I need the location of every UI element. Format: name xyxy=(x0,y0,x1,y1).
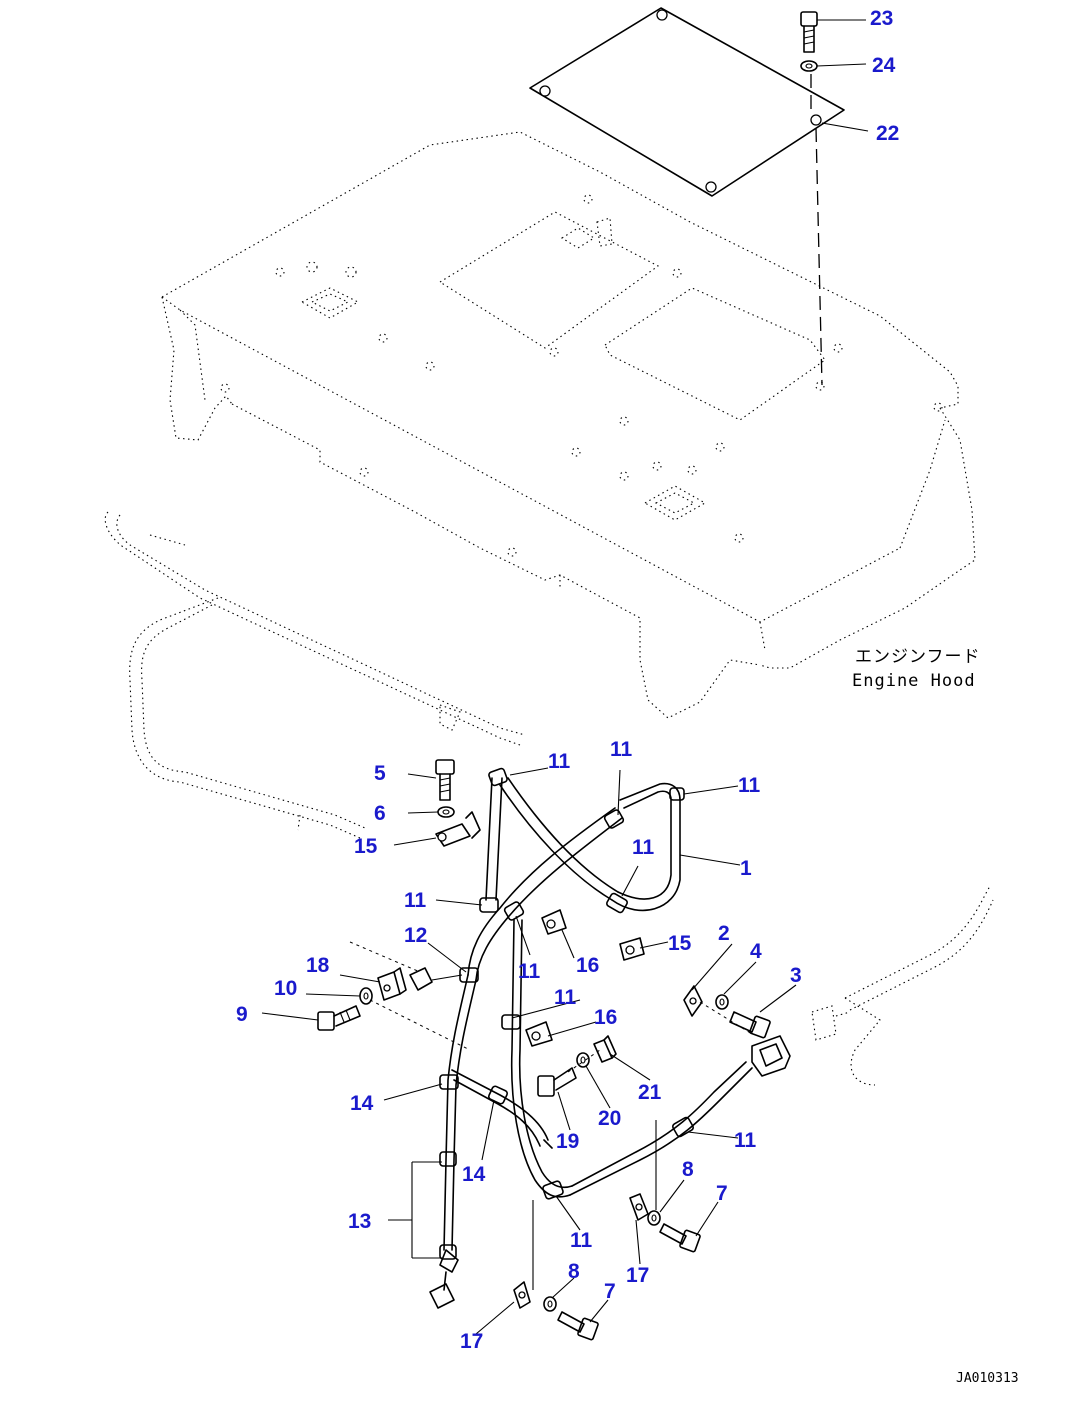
callouts: 23 24 22 5 6 15 11 11 11 11 1 11 11 12 1… xyxy=(236,7,899,1353)
callout-3: 3 xyxy=(790,964,802,987)
washer-10 xyxy=(359,987,373,1005)
washer-24 xyxy=(800,60,818,72)
callout-1: 1 xyxy=(740,857,752,880)
hood-label-en: Engine Hood xyxy=(852,671,976,691)
callout-23: 23 xyxy=(870,7,893,30)
callout-18: 18 xyxy=(306,954,330,977)
callout-11: 11 xyxy=(404,889,427,912)
washer-8-lower xyxy=(543,1296,557,1312)
callout-17: 17 xyxy=(626,1264,649,1287)
callout-8: 8 xyxy=(682,1158,694,1181)
reference-harness-left xyxy=(104,511,526,839)
callout-2: 2 xyxy=(718,922,730,945)
bracket-17-lower xyxy=(513,1281,531,1309)
bracket-15-upper xyxy=(435,811,481,847)
callout-14: 14 xyxy=(462,1163,486,1186)
bracket-16-lower xyxy=(525,1021,553,1047)
callout-11: 11 xyxy=(518,960,541,983)
callout-11: 11 xyxy=(548,750,571,773)
callout-6: 6 xyxy=(374,802,386,825)
callout-11: 11 xyxy=(632,836,655,859)
bolt-3 xyxy=(729,1011,771,1039)
bracket-2 xyxy=(683,985,703,1017)
drawing-code: JA010313 xyxy=(956,1371,1019,1386)
callout-9: 9 xyxy=(236,1003,248,1026)
callout-20: 20 xyxy=(598,1107,621,1130)
callout-11: 11 xyxy=(738,774,761,797)
leader-lines xyxy=(261,767,797,1335)
bolt-19 xyxy=(537,1067,577,1097)
callout-11: 11 xyxy=(570,1229,593,1252)
callout-11: 11 xyxy=(554,986,577,1009)
callout-5: 5 xyxy=(374,762,386,785)
bolt-7-lower xyxy=(557,1311,599,1341)
bolt-23 xyxy=(800,11,818,53)
callout-16: 16 xyxy=(576,954,599,977)
callout-15: 15 xyxy=(668,932,692,955)
bolt-9 xyxy=(317,1005,361,1031)
bolt-5 xyxy=(435,759,455,801)
cover-plate xyxy=(529,7,845,197)
reference-harness-right xyxy=(811,885,994,1086)
bracket-16-upper xyxy=(541,909,567,935)
callout-4: 4 xyxy=(750,940,762,963)
callout-21: 21 xyxy=(638,1081,662,1104)
callout-11: 11 xyxy=(734,1129,757,1152)
bracket-21 xyxy=(593,1035,617,1063)
hood-label-jp: エンジンフード xyxy=(855,647,981,667)
washer-20 xyxy=(576,1052,590,1068)
callout-11: 11 xyxy=(610,738,633,761)
callout-12: 12 xyxy=(404,924,427,947)
callout-7: 7 xyxy=(716,1182,728,1205)
callout-22: 22 xyxy=(876,122,899,145)
wiring-harness xyxy=(349,777,791,1309)
washer-4 xyxy=(715,994,729,1010)
bracket-17-right xyxy=(629,1193,649,1221)
washer-6 xyxy=(437,806,455,818)
washer-8-right xyxy=(647,1210,661,1226)
callout-13: 13 xyxy=(348,1210,371,1233)
callout-19: 19 xyxy=(556,1130,579,1153)
callout-8: 8 xyxy=(568,1260,580,1283)
engine-hood xyxy=(161,131,976,719)
callout-16: 16 xyxy=(594,1006,617,1029)
bracket-18 xyxy=(377,967,407,1001)
callout-15: 15 xyxy=(354,835,378,858)
callout-17: 17 xyxy=(460,1330,483,1353)
bolt-7-right xyxy=(659,1223,701,1253)
callout-24: 24 xyxy=(872,54,896,77)
callout-7: 7 xyxy=(604,1280,616,1303)
bracket-15-lower xyxy=(619,937,645,961)
clamps xyxy=(439,767,694,1260)
callout-10: 10 xyxy=(274,977,297,1000)
callout-14: 14 xyxy=(350,1092,374,1115)
